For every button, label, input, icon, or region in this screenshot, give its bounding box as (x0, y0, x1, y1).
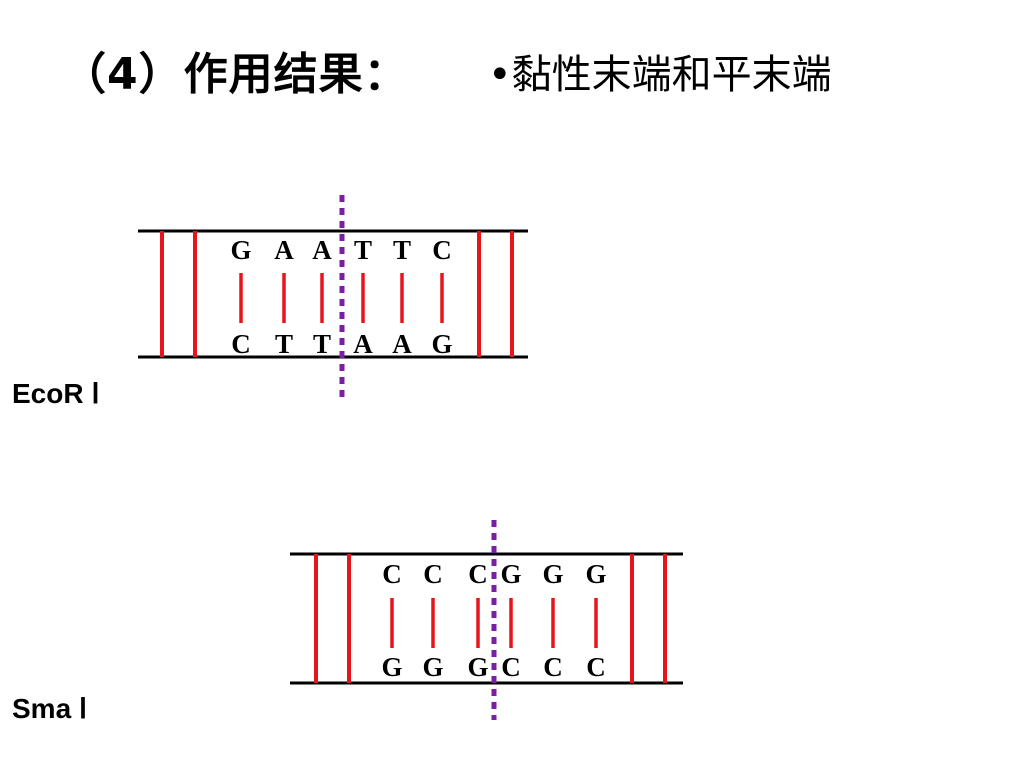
bottom-strand-base: G (431, 329, 452, 359)
top-strand-base: A (312, 235, 332, 265)
top-strand-base: C (423, 559, 443, 589)
top-strand-base: G (585, 559, 606, 589)
top-strand-base: A (274, 235, 294, 265)
top-strand-base: C (468, 559, 488, 589)
top-strand-base: C (382, 559, 402, 589)
bottom-strand-base: C (501, 652, 521, 682)
bottom-strand-base: G (422, 652, 443, 682)
bottom-strand-base: C (586, 652, 606, 682)
top-strand-base: C (432, 235, 452, 265)
bottom-strand-base: G (467, 652, 488, 682)
bottom-strand-base: G (381, 652, 402, 682)
bottom-strand-base: A (392, 329, 412, 359)
bottom-strand-base: A (353, 329, 373, 359)
top-strand-base: T (354, 235, 372, 265)
bottom-strand-base: T (313, 329, 331, 359)
enzyme-label-smai: Sma Ⅰ (12, 693, 88, 724)
top-strand-base: G (500, 559, 521, 589)
top-strand-base: G (542, 559, 563, 589)
bottom-strand-base: C (231, 329, 251, 359)
slide-title: （4）作用结果： (62, 49, 409, 100)
bottom-strand-base: C (543, 652, 563, 682)
bullet-point: •黏性末端和平末端 (488, 52, 832, 98)
top-strand-base: T (393, 235, 411, 265)
enzyme-label-ecori: EcoR Ⅰ (12, 378, 100, 409)
top-strand-base: G (230, 235, 251, 265)
bottom-strand-base: T (275, 329, 293, 359)
